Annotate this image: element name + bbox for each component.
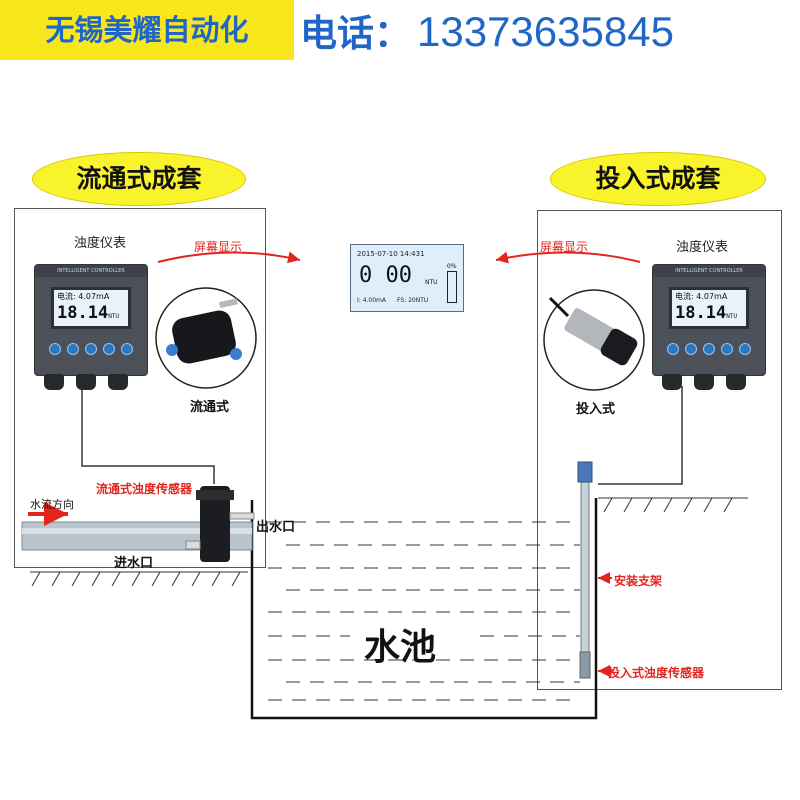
cable-gland-icon [694, 374, 714, 390]
screen-display: 2015-07-10 14:431 0 00 NTU 0% I: 4.00mA … [350, 244, 464, 312]
meter-button-5[interactable] [739, 343, 751, 355]
flow-sensor-photo-art [166, 298, 242, 364]
flow-sensor-body [185, 486, 255, 562]
left-screen-arrow [157, 251, 301, 264]
left-meter-label: 浊度仪表 [74, 236, 127, 251]
screen-datetime: 2015-07-10 14:431 [357, 250, 425, 258]
screen-level-bar [447, 271, 457, 303]
right-cable [598, 386, 683, 485]
left-title: 流通式成套 [76, 164, 202, 193]
meter-brand: INTELLIGENT CONTROLLER [35, 265, 147, 277]
right-title: 投入式成套 [595, 164, 721, 193]
meter-button-2[interactable] [67, 343, 79, 355]
right-screen-arrow-label: 屏幕显示 [540, 240, 589, 254]
screen-value: 0 00 [359, 263, 412, 288]
cable-gland-icon [76, 374, 96, 390]
meter-button-2[interactable] [685, 343, 697, 355]
meter-display: 电流: 4.07mA 18.14NTU [669, 287, 749, 329]
submersion-sensor-photo-label: 投入式 [576, 402, 616, 417]
screen-bar-label: 0% [447, 263, 457, 270]
brand-banner: 无锡美耀自动化 [0, 0, 294, 60]
bracket-label: 安装支架 [614, 574, 663, 588]
outlet-label: 出水口 [256, 520, 296, 535]
phone-label: 电话： [300, 12, 411, 55]
meter-reading: 18.14NTU [672, 303, 746, 323]
submersion-sensor-label: 投入式浊度传感器 [608, 666, 705, 680]
meter-button-5[interactable] [121, 343, 133, 355]
meter-display: 电流: 4.07mA 18.14NTU [51, 287, 131, 329]
screen-current: I: 4.00mA [357, 297, 387, 304]
meter-button-1[interactable] [667, 343, 679, 355]
meter-button-3[interactable] [85, 343, 97, 355]
pool-label: 水池 [364, 627, 437, 668]
meter-button-1[interactable] [49, 343, 61, 355]
left-screen-arrow-label: 屏幕显示 [194, 240, 243, 254]
phone-contact: 电话：13373635845 [300, 4, 674, 60]
inlet-label: 进水口 [114, 556, 154, 571]
screen-fs: FS: 20NTU [397, 297, 429, 304]
flow-sensor-photo-label: 流通式 [190, 400, 230, 415]
flow-sensor-label: 流通式浊度传感器 [96, 482, 193, 496]
meter-reading: 18.14NTU [54, 303, 128, 323]
cable-gland-icon [726, 374, 746, 390]
right-turbidity-meter: INTELLIGENT CONTROLLER 电流: 4.07mA 18.14N… [652, 264, 766, 376]
left-ground [30, 571, 248, 587]
meter-unit: NTU [726, 313, 738, 320]
submersion-sensor-photo-art [548, 296, 638, 366]
right-screen-arrow [495, 251, 641, 264]
meter-button-3[interactable] [703, 343, 715, 355]
pool-outline [250, 498, 598, 720]
cable-gland-icon [44, 374, 64, 390]
cable-gland-icon [662, 374, 682, 390]
meter-reading-value: 18.14 [675, 303, 727, 323]
water-dashes [268, 521, 580, 701]
flow-direction-label: 水流方向 [30, 498, 74, 511]
meter-current: 电流: 4.07mA [675, 292, 728, 301]
right-meter-label: 浊度仪表 [676, 240, 729, 255]
meter-brand: INTELLIGENT CONTROLLER [653, 265, 765, 277]
meter-button-4[interactable] [103, 343, 115, 355]
meter-current: 电流: 4.07mA [57, 292, 110, 301]
right-title-ellipse: 投入式成套 [550, 152, 766, 206]
right-ground [598, 497, 748, 513]
left-turbidity-meter: INTELLIGENT CONTROLLER 电流: 4.07mA 18.14N… [34, 264, 148, 376]
phone-number: 13373635845 [417, 8, 674, 55]
meter-button-4[interactable] [721, 343, 733, 355]
meter-reading-value: 18.14 [57, 303, 109, 323]
meter-unit: NTU [108, 313, 120, 320]
left-cable [81, 386, 215, 484]
left-title-ellipse: 流通式成套 [32, 152, 246, 206]
cable-gland-icon [108, 374, 128, 390]
mounting-pole [577, 461, 593, 679]
screen-unit: NTU [425, 279, 438, 286]
